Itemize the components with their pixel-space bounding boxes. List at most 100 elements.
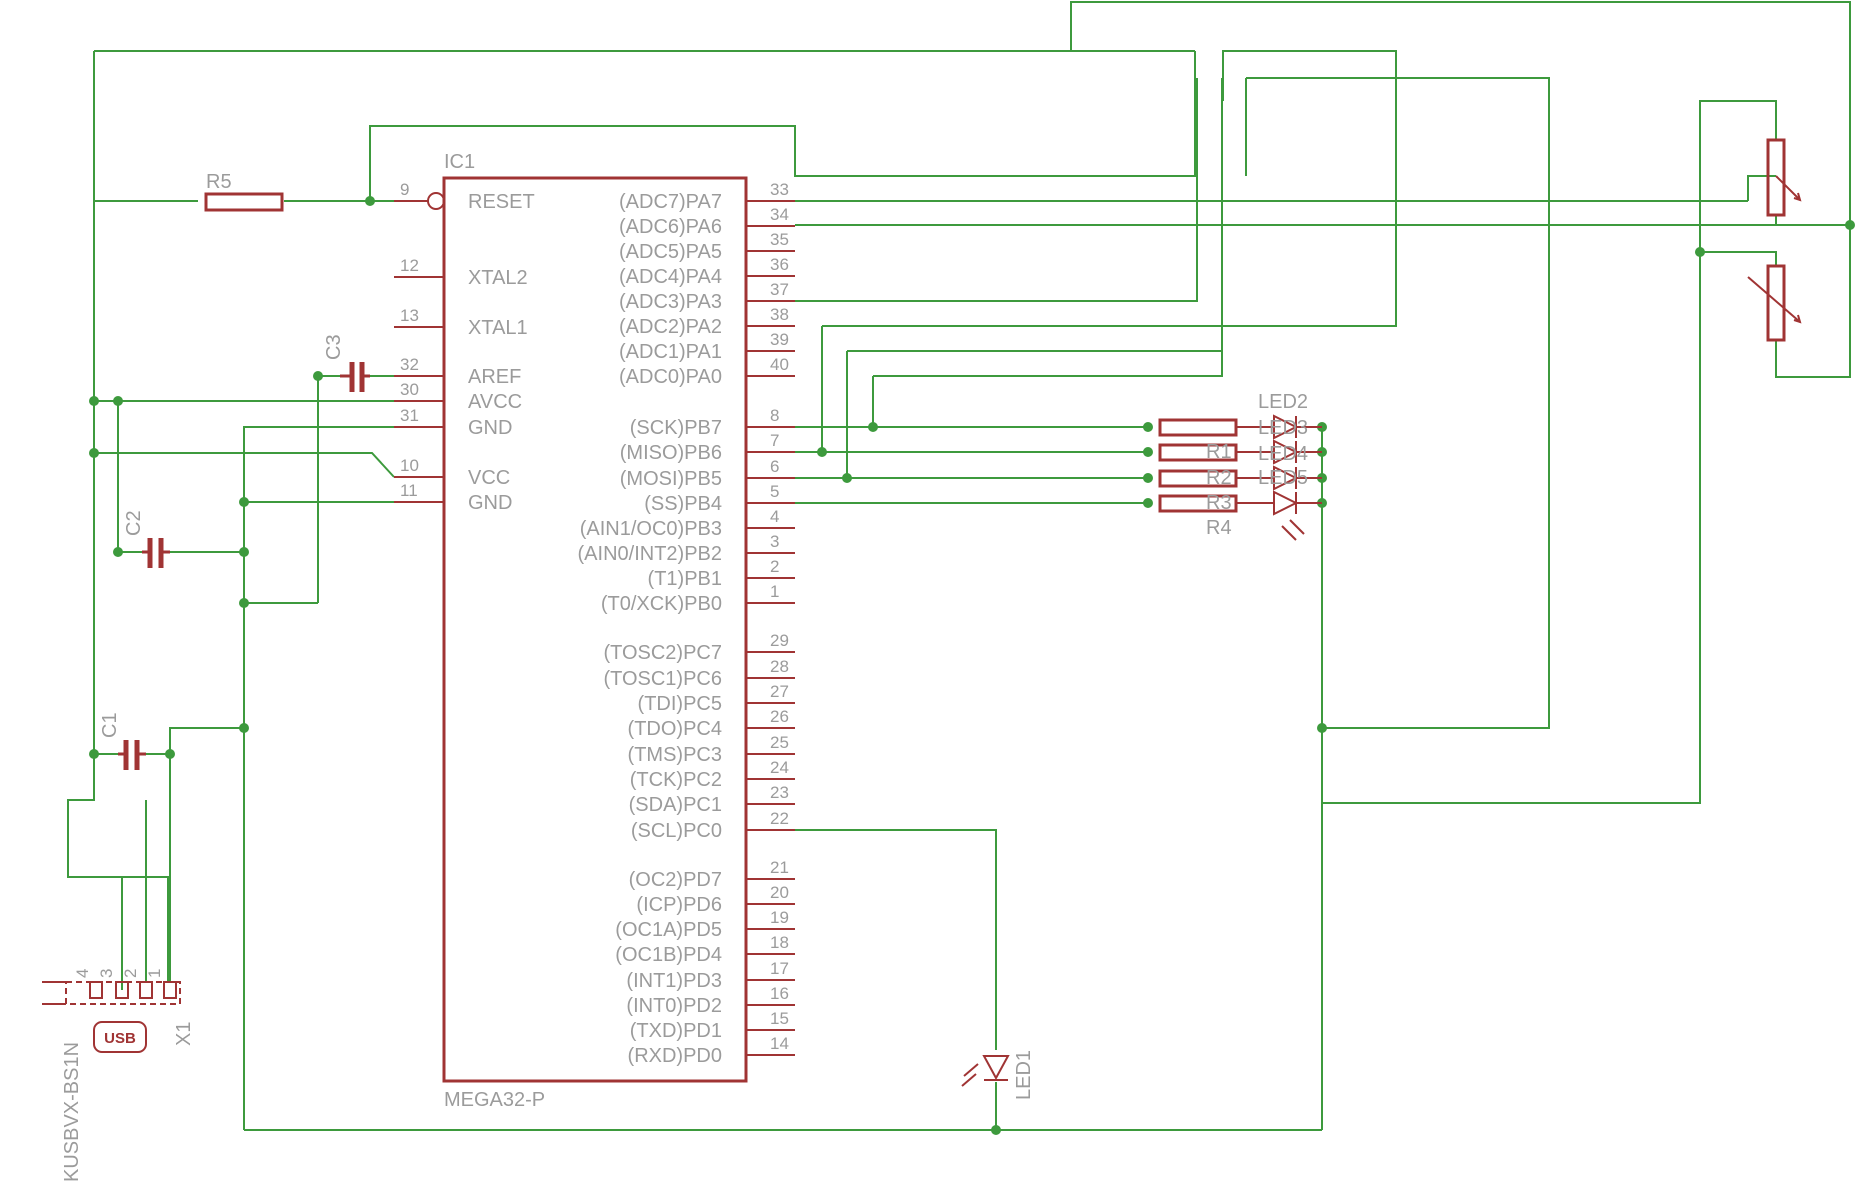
ic1-pin-number: 27	[770, 682, 789, 701]
ic1-pin-name: (AIN0/INT2)PB2	[578, 543, 722, 565]
ic1-pin-number: 2	[770, 557, 779, 576]
r2-label: R2	[1206, 467, 1232, 489]
ic1-pin-name: (TDO)PC4	[628, 718, 722, 740]
resistor-r1	[1158, 418, 1238, 437]
capacitor-c2: C2	[123, 510, 170, 568]
ic1-pin-name: (OC2)PD7	[629, 869, 722, 891]
ic1-pin-name: GND	[468, 417, 512, 439]
ic1-pin-number: 31	[400, 406, 419, 425]
ic1-pin-number: 12	[400, 256, 419, 275]
led2	[1236, 414, 1322, 440]
ic1-pin-name: AVCC	[468, 391, 522, 413]
usb-name: X1	[173, 1022, 195, 1046]
ic1-pin-number: 13	[400, 306, 419, 325]
ic1-pin-number: 11	[400, 481, 418, 500]
ic1-pin-name: GND	[468, 492, 512, 514]
ic1-pin-number: 25	[770, 733, 789, 752]
led4-label: LED4	[1258, 443, 1308, 465]
resistor-r2: R1	[1158, 441, 1238, 463]
ic1-pin-number: 26	[770, 707, 789, 726]
led3	[1236, 439, 1322, 465]
ic1-pin-name: (ADC0)PA0	[619, 366, 722, 388]
ic1-pin-name: (SS)PB4	[644, 493, 722, 515]
ic1-pin-name: XTAL2	[468, 267, 528, 289]
ic1-pin-name: (MISO)PB6	[620, 442, 722, 464]
ic1-mega32: 9RESET12XTAL213XTAL132AREF30AVCC31GND10V…	[394, 151, 795, 1111]
r1-label: R1	[1206, 441, 1232, 463]
ic1-pin-name: (T0/XCK)PB0	[601, 593, 722, 615]
resistor-r4: R3 R4	[1158, 492, 1238, 539]
led5-label: LED5	[1258, 467, 1308, 489]
c1-label: C1	[99, 712, 121, 738]
ic1-pin-name: (RXD)PD0	[628, 1045, 722, 1067]
ic1-pin-name: (ADC1)PA1	[619, 341, 722, 363]
ic1-pin-number: 6	[770, 457, 779, 476]
ic1-pin-number: 34	[770, 205, 789, 224]
ic1-pin-number: 10	[400, 456, 419, 475]
capacitor-c3: C3	[323, 334, 370, 392]
ic1-pin-number: 40	[770, 355, 789, 374]
ic1-pin-name: AREF	[468, 366, 521, 388]
ic1-pin-name: (TDI)PC5	[638, 693, 722, 715]
usb-value: KUSBVX-BS1N	[61, 1042, 83, 1182]
usb-pin-4: 4	[73, 969, 92, 978]
ic1-pin-name: VCC	[468, 467, 510, 489]
junctions	[89, 196, 1855, 1135]
usb-badge: USB	[104, 1030, 136, 1047]
ic1-pin-name: (ADC6)PA6	[619, 216, 722, 238]
wires	[67, 1, 1851, 1131]
ic1-pin-number: 16	[770, 984, 789, 1003]
r3-label: R3	[1206, 492, 1232, 514]
led5	[1236, 490, 1322, 541]
ic1-pin-name: (TCK)PC2	[630, 769, 722, 791]
ic1-pin-number: 9	[400, 180, 409, 199]
ic1-pin-name: (ADC3)PA3	[619, 291, 722, 313]
ic1-pin-number: 5	[770, 482, 779, 501]
ic1-pin-name: (ADC7)PA7	[619, 191, 722, 213]
ic1-pin-name: (T1)PB1	[648, 568, 722, 590]
ic1-pin-name: (AIN1/OC0)PB3	[580, 518, 722, 540]
led4	[1236, 465, 1322, 491]
ic1-pin-number: 30	[400, 380, 419, 399]
ic1-pin-name: (INT0)PD2	[626, 995, 722, 1017]
ic1-pin-number: 8	[770, 406, 779, 425]
ic1-pin-name: (INT1)PD3	[626, 970, 722, 992]
led3-label: LED3	[1258, 417, 1308, 439]
ic1-pin-number: 20	[770, 883, 789, 902]
ic1-pin-number: 4	[770, 507, 779, 526]
ic1-pin-name: (ADC2)PA2	[619, 316, 722, 338]
ic1-pin-name: (TMS)PC3	[628, 744, 722, 766]
ic1-pin-name: (ICP)PD6	[636, 894, 722, 916]
potentiometer-top	[1766, 138, 1802, 217]
ic1-pin-number: 37	[770, 280, 789, 299]
ic1-pin-name: (MOSI)PB5	[620, 468, 722, 490]
ic1-pin-number: 18	[770, 933, 789, 952]
ic1-pin-number: 32	[400, 355, 419, 374]
ic1-pin-name: (ADC4)PA4	[619, 266, 722, 288]
r4-label: R4	[1206, 517, 1232, 539]
ic1-pin-name: (TOSC1)PC6	[603, 668, 722, 690]
ic1-pin-name: (OC1B)PD4	[615, 944, 722, 966]
led-array: LED2 LED3 LED4 LED5	[1236, 391, 1322, 541]
ic1-pin-number: 22	[770, 809, 789, 828]
ic1-pin-name: (SCK)PB7	[630, 417, 722, 439]
ic1-value: MEGA32-P	[444, 1089, 545, 1111]
ic1-pin-name: (SCL)PC0	[631, 820, 722, 842]
ic1-pin-number: 21	[770, 858, 789, 877]
ic1-pin-number: 36	[770, 255, 789, 274]
ic1-pin-number: 38	[770, 305, 789, 324]
usb-pin-1: 1	[145, 969, 164, 978]
ic1-pin-number: 7	[770, 431, 779, 450]
ic1-pin-name: XTAL1	[468, 317, 528, 339]
c3-label: C3	[323, 334, 345, 360]
ic1-pin-number: 33	[770, 180, 789, 199]
ic1-pin-name: (SDA)PC1	[629, 794, 722, 816]
ic1-pin-number: 17	[770, 959, 789, 978]
ic1-pin-number: 29	[770, 631, 789, 650]
c2-label: C2	[123, 510, 145, 536]
resistor-r5: R5	[204, 171, 284, 212]
usb-pin-2: 2	[121, 969, 140, 978]
led1-label: LED1	[1013, 1050, 1035, 1100]
ic1-pin-number: 15	[770, 1009, 789, 1028]
